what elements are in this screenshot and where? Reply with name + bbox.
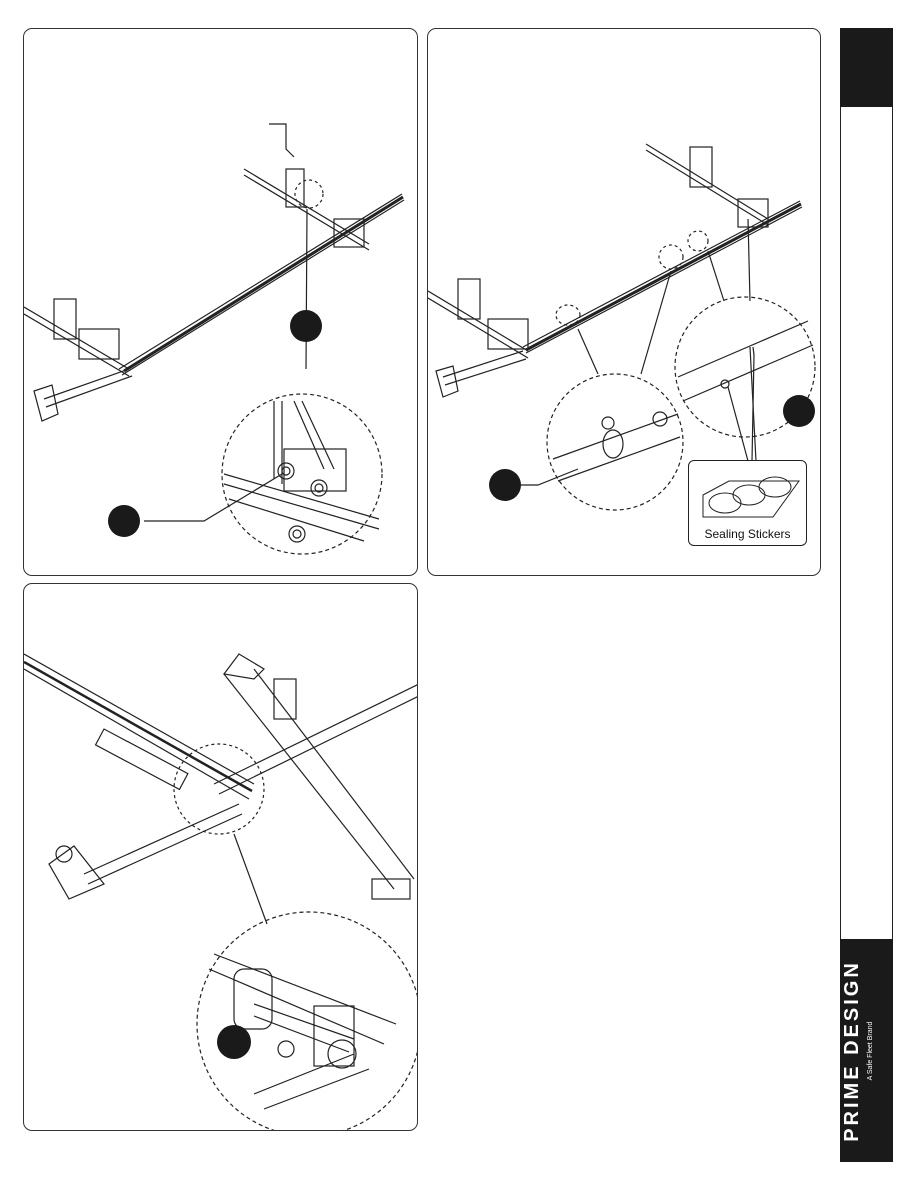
step-panel-bottom-left <box>23 583 418 1131</box>
step-panel-top-right: Sealing Stickers <box>427 28 821 576</box>
brand-tagline: A Safe Fleet Brand <box>867 941 874 1161</box>
sticker-sheet-icon <box>689 461 808 521</box>
step-panel-top-left <box>23 28 418 576</box>
brand-sidebar: PRIME DESIGN A Safe Fleet Brand <box>840 28 893 1162</box>
sealing-stickers-callout: Sealing Stickers <box>688 460 807 546</box>
rack-clamp-closeup-illustration <box>24 584 418 1131</box>
brand-logo-block: PRIME DESIGN A Safe Fleet Brand <box>840 939 893 1162</box>
step-badge <box>108 505 140 537</box>
page-tab-marker <box>840 28 893 107</box>
step-badge <box>489 469 521 501</box>
rack-crossbar-illustration <box>24 29 418 576</box>
sealing-stickers-label: Sealing Stickers <box>689 527 806 541</box>
sidebar-strip <box>840 107 893 967</box>
brand-logo-text: PRIME DESIGN <box>841 941 864 1161</box>
step-badge <box>217 1025 251 1059</box>
step-badge <box>783 395 815 427</box>
step-badge <box>290 310 322 342</box>
